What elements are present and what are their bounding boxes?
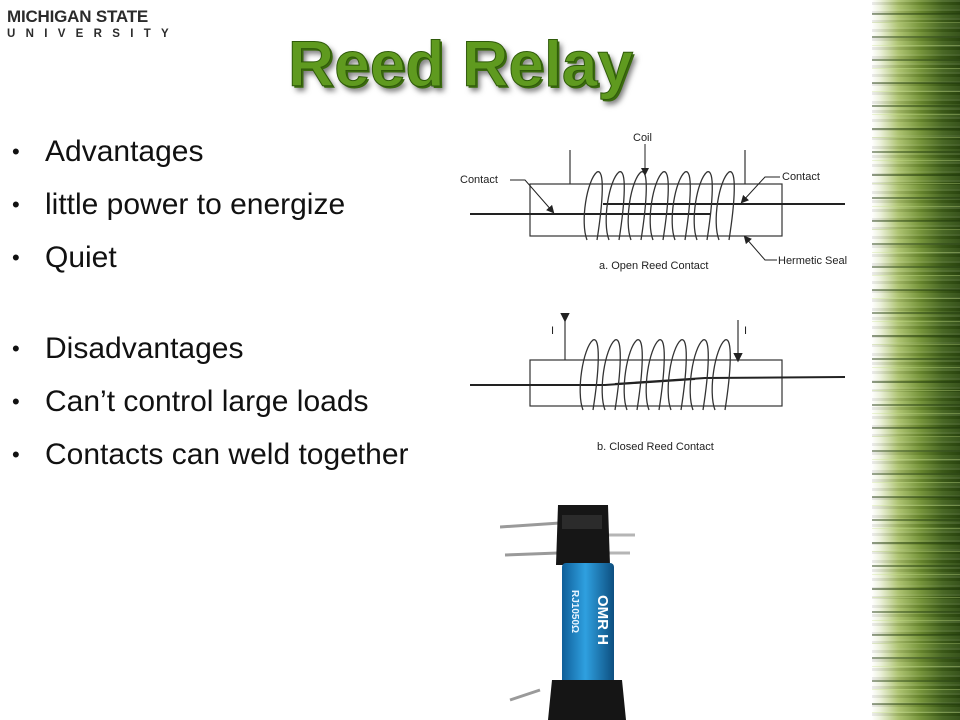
decorative-green-panel xyxy=(872,0,960,720)
bullet-text: Advantages xyxy=(45,135,204,168)
caption-open: a. Open Reed Contact xyxy=(599,260,708,272)
bullet-text: Quiet xyxy=(45,241,117,274)
closed-contact-diagram: I I b. Closed Reed Contact xyxy=(470,312,846,453)
bullet-text: Can’t control large loads xyxy=(45,385,369,418)
logo-top-text: MICHIGAN STATE xyxy=(7,7,149,26)
logo-bottom-text: UNIVERSITY xyxy=(7,28,180,40)
reed-right-b xyxy=(614,376,846,385)
contact-left-label: Contact xyxy=(460,174,498,186)
hermetic-seal-label: Hermetic Seal xyxy=(778,255,847,267)
coil-b xyxy=(579,339,731,411)
bullet-dot-icon: • xyxy=(12,389,20,414)
relay-code: RJ1050Ω xyxy=(569,590,580,633)
bullet-item: • little power to energize xyxy=(12,187,462,223)
caption-closed: b. Closed Reed Contact xyxy=(597,441,714,453)
bullet-dot-icon: • xyxy=(12,192,20,217)
bullet-item: • Disadvantages xyxy=(12,331,462,367)
bullet-text: Contacts can weld together xyxy=(45,438,409,471)
open-contact-diagram: Coil Contact Contact Hermetic Seal a. Op… xyxy=(460,132,847,272)
bullet-item: • Quiet xyxy=(12,240,462,276)
bullet-item: • Advantages xyxy=(12,134,462,170)
bullet-list: • Advantages • little power to energize • Q… xyxy=(12,134,462,490)
bullet-dot-icon: • xyxy=(12,442,20,467)
bullet-text: Disadvantages xyxy=(45,332,244,365)
bullet-dot-icon: • xyxy=(12,139,20,164)
current-label-left: I xyxy=(551,325,554,337)
contact-right-label: Contact xyxy=(782,171,820,183)
bullet-dot-icon: • xyxy=(12,245,20,270)
university-logo: MICHIGAN STATE UNIVERSITY xyxy=(7,8,177,42)
relay-label: OMR H xyxy=(594,595,611,645)
decorative-green-streaks xyxy=(872,0,960,720)
bullet-text: little power to energize xyxy=(45,188,346,221)
glass-envelope-b xyxy=(529,359,783,407)
glass-envelope-a xyxy=(529,183,783,237)
reed-left-b xyxy=(470,378,696,386)
bullet-dot-icon: • xyxy=(12,336,20,361)
bullet-item: • Can’t control large loads xyxy=(12,384,462,420)
reed-relay-photo: OMR H RJ1050Ω xyxy=(500,505,635,720)
current-label-right: I xyxy=(744,325,747,337)
slide-title: Reed Relay xyxy=(287,28,634,101)
reed-contact-diagram: Coil Contact Contact Hermetic Seal a. Op… xyxy=(460,132,847,453)
coil-a xyxy=(583,171,735,241)
coil-label: Coil xyxy=(633,132,652,144)
bullet-item: • Contacts can weld together xyxy=(12,437,462,473)
